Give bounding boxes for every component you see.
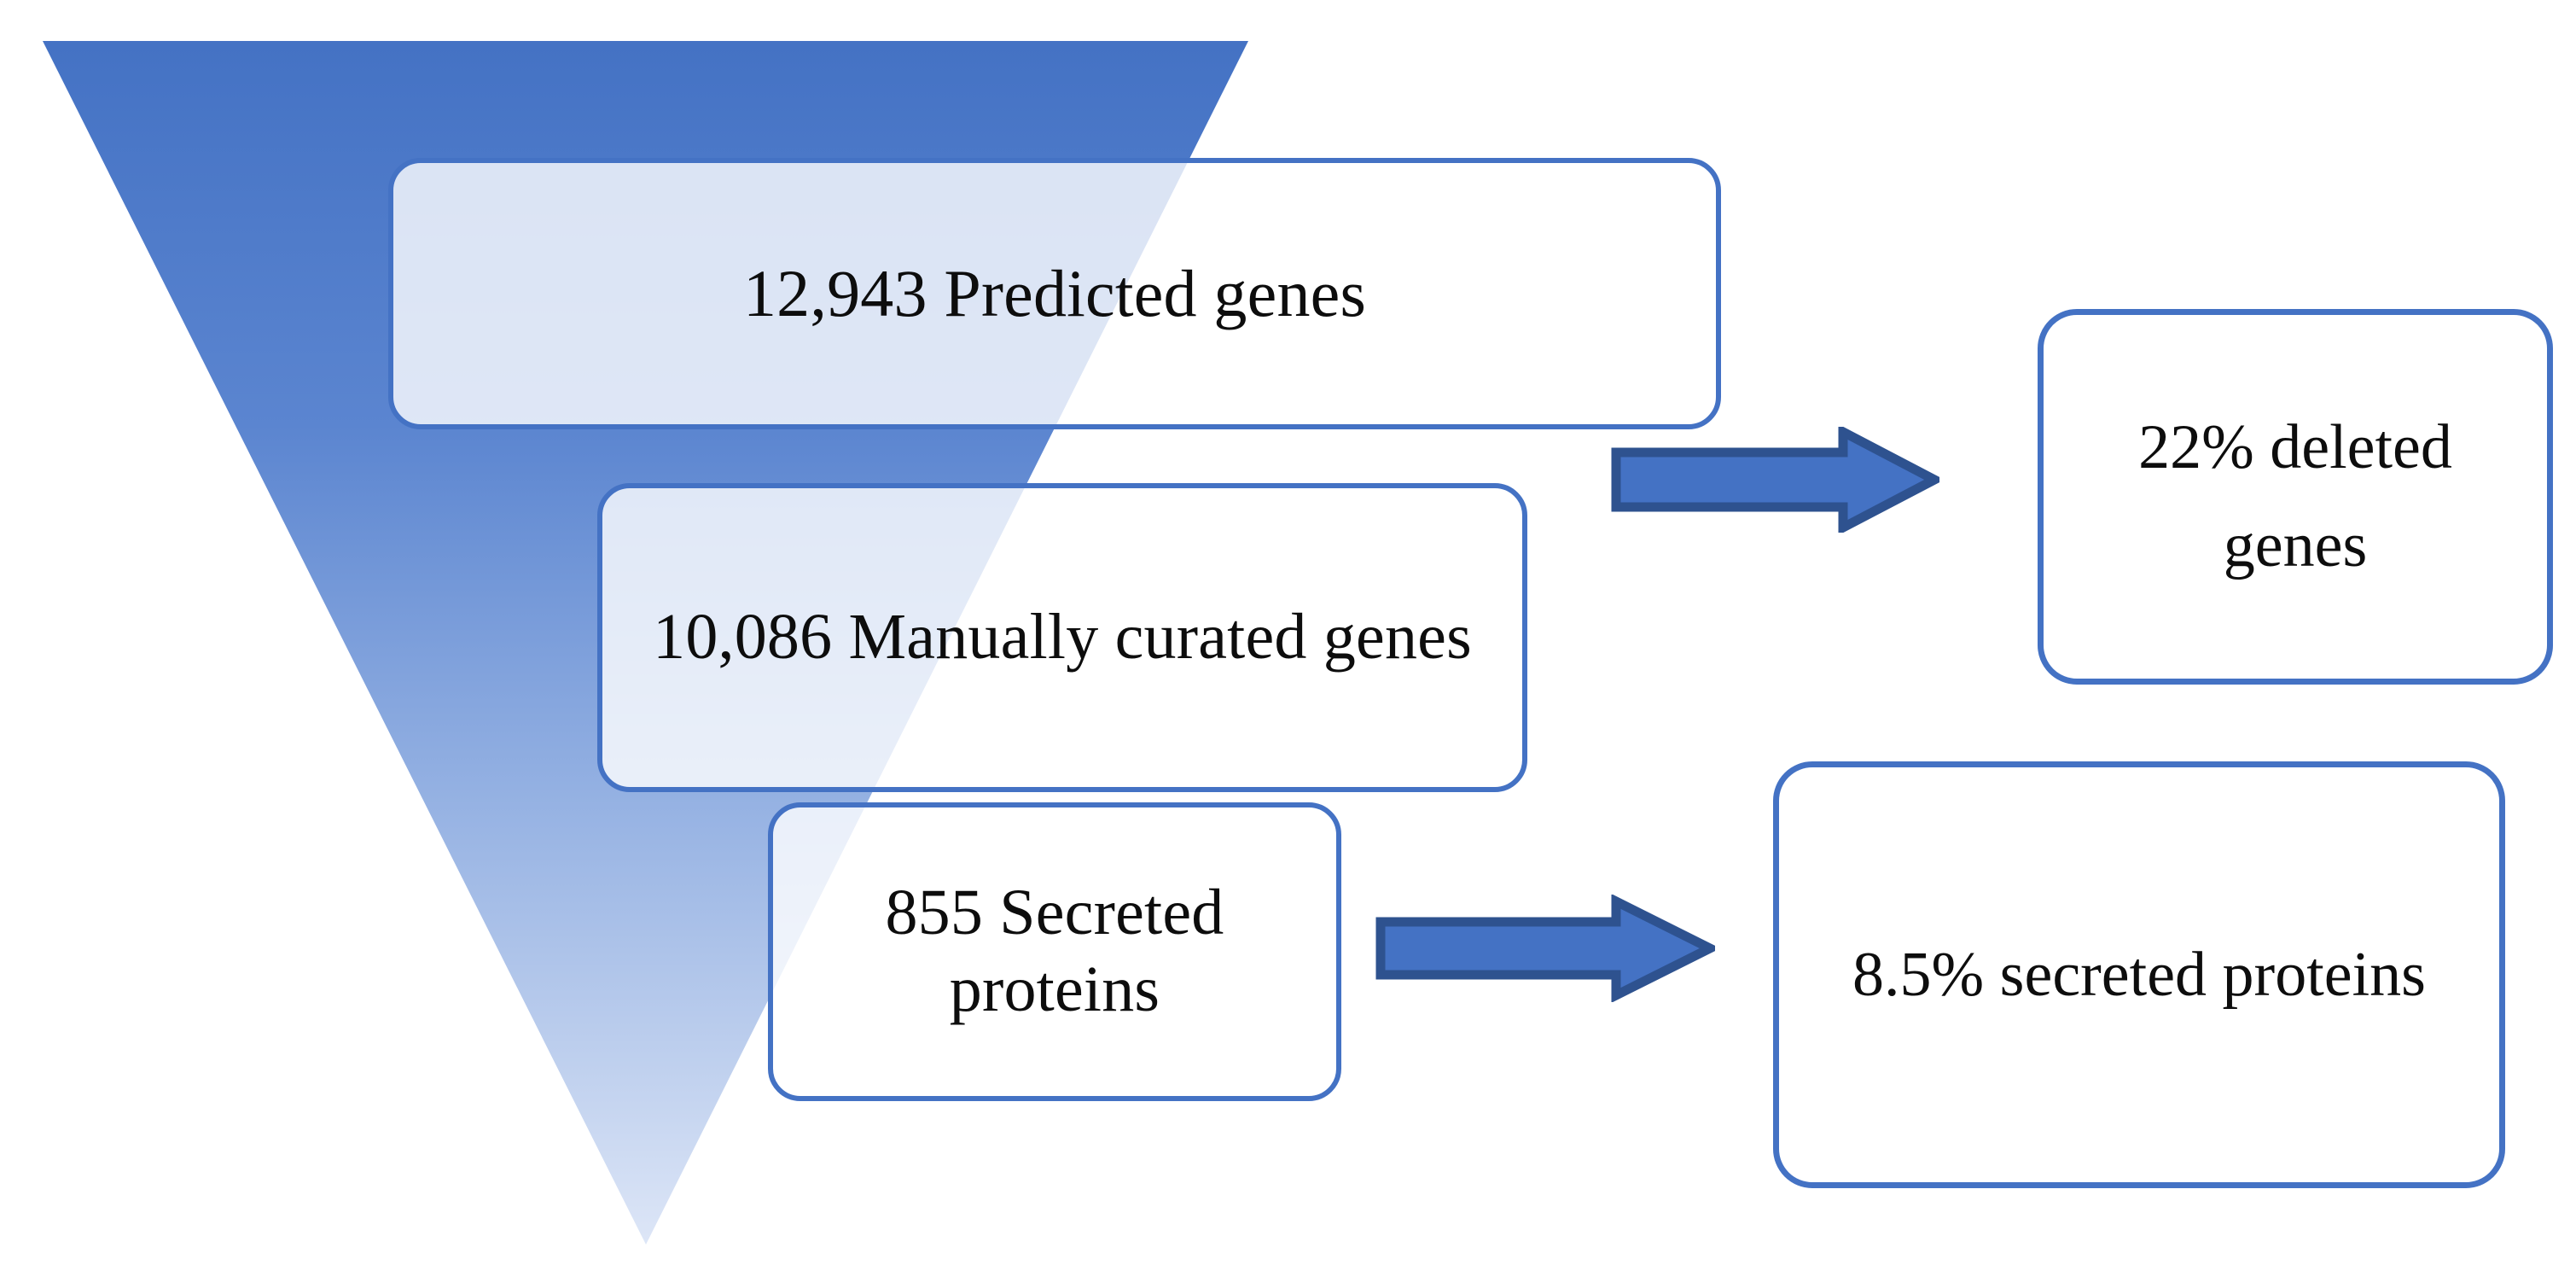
funnel-stage-predicted-genes[interactable]: 12,943 Predicted genes (388, 158, 1721, 429)
funnel-stage-secreted-proteins[interactable]: 855 Secreted proteins (768, 802, 1341, 1101)
result-label-secreted-proteins-percent: 8.5% secreted proteins (1852, 939, 2426, 1010)
result-box-secreted-proteins-percent[interactable]: 8.5% secreted proteins (1773, 761, 2505, 1188)
result-box-deleted-genes[interactable]: 22% deleted genes (2038, 309, 2553, 685)
funnel-stage-label-manually-curated-genes: 10,086 Manually curated genes (653, 601, 1472, 673)
funnel-stage-manually-curated-genes[interactable]: 10,086 Manually curated genes (597, 483, 1527, 792)
funnel-stage-label-secreted-proteins: 855 Secreted proteins (885, 877, 1224, 1025)
right-arrow-icon-to-deleted-genes (1611, 427, 1939, 533)
funnel-stage-label-predicted-genes: 12,943 Predicted genes (742, 255, 1367, 330)
right-arrow-icon-to-secreted-proteins (1375, 895, 1715, 1002)
result-label-deleted-genes: 22% deleted genes (2138, 412, 2452, 580)
